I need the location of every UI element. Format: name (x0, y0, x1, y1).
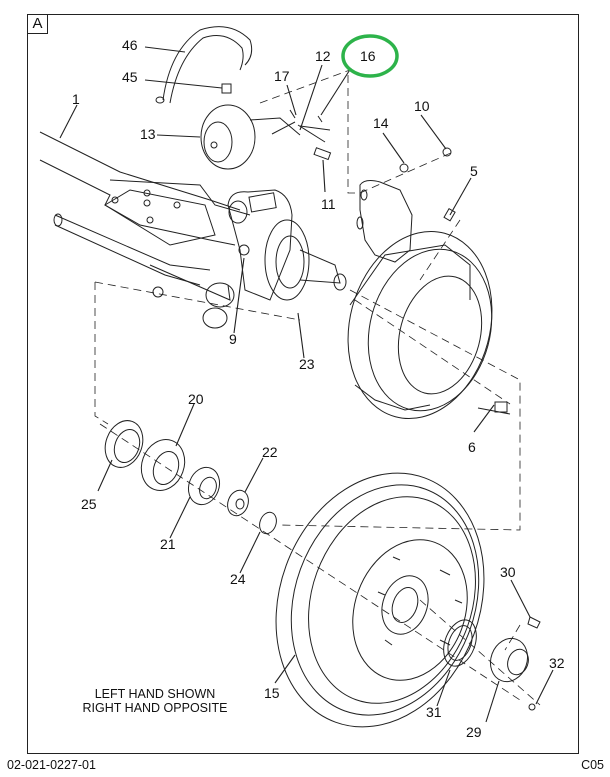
panel-label: A (28, 15, 48, 34)
callout-1[interactable]: 1 (72, 91, 80, 107)
drawing-number: 02-021-0227-01 (7, 758, 96, 772)
brake-shoe-assembly (347, 230, 511, 420)
callout-29[interactable]: 29 (466, 724, 482, 740)
callout-32[interactable]: 32 (549, 655, 565, 671)
callout-5[interactable]: 5 (470, 163, 478, 179)
callout-46[interactable]: 46 (122, 37, 138, 53)
callout-6[interactable]: 6 (468, 439, 476, 455)
bearing-stack (104, 420, 277, 535)
diagram-frame: A (27, 14, 579, 754)
callout-14[interactable]: 14 (373, 115, 389, 131)
note-line-1: LEFT HAND SHOWN (94, 687, 216, 701)
assembly-lines (94, 69, 541, 706)
orientation-note: LEFT HAND SHOWN RIGHT HAND OPPOSITE (60, 687, 250, 715)
hub-cap-assembly (443, 616, 541, 711)
callout-21[interactable]: 21 (160, 536, 176, 552)
callout-12[interactable]: 12 (315, 48, 331, 64)
sheet-code: C05 (581, 758, 604, 772)
callout-22[interactable]: 22 (262, 444, 278, 460)
callout-23[interactable]: 23 (299, 356, 315, 372)
callout-9[interactable]: 9 (229, 331, 237, 347)
callout-11[interactable]: 11 (321, 196, 336, 212)
callout-30[interactable]: 30 (500, 564, 516, 580)
leader-lines (59, 46, 554, 723)
steering-knuckle (152, 189, 347, 329)
callout-45[interactable]: 45 (122, 69, 138, 85)
callout-13[interactable]: 13 (140, 126, 156, 142)
callout-15[interactable]: 15 (264, 685, 280, 701)
highlight-circle (341, 34, 399, 78)
callout-16[interactable]: 16 (360, 48, 376, 64)
axle-beam (39, 131, 251, 301)
callout-31[interactable]: 31 (426, 704, 442, 720)
callout-20[interactable]: 20 (188, 391, 204, 407)
brake-chamber-assembly (155, 26, 331, 170)
brake-drum-assembly (275, 472, 485, 728)
brake-bracket (356, 147, 456, 263)
clevis-parts (289, 109, 332, 161)
note-line-2: RIGHT HAND OPPOSITE (82, 701, 228, 715)
callout-25[interactable]: 25 (81, 496, 97, 512)
callout-24[interactable]: 24 (230, 571, 246, 587)
callout-17[interactable]: 17 (274, 68, 290, 84)
callout-10[interactable]: 10 (414, 98, 430, 114)
